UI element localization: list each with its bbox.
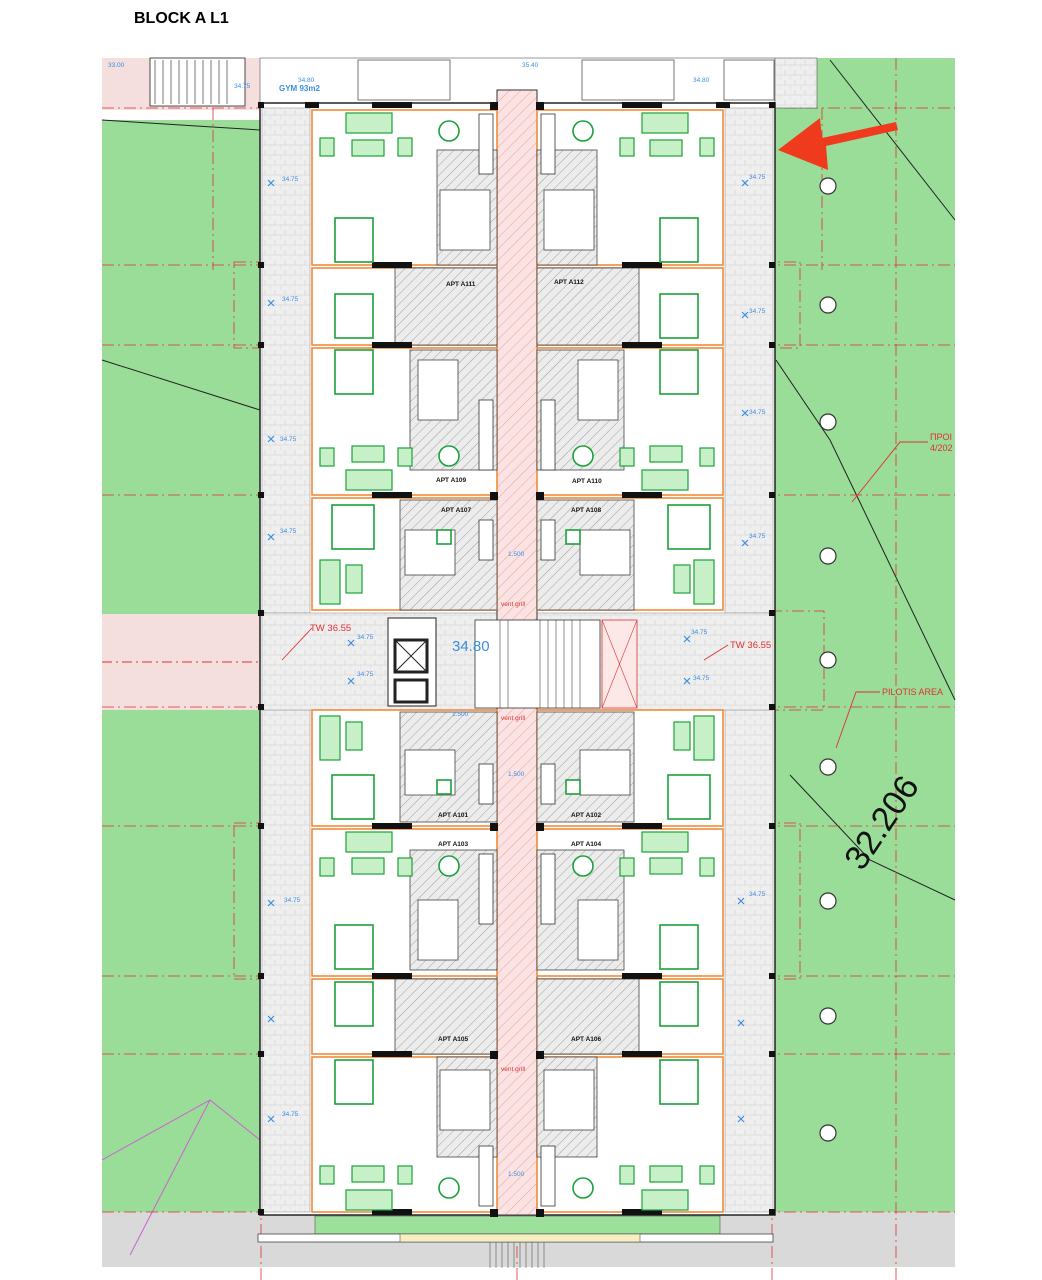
vent-grill-top: vent grill — [501, 601, 526, 608]
level-34-75-i: 34.75 — [749, 533, 766, 540]
apt-a106-label: APT A106 — [571, 1036, 601, 1043]
apt-a107-label: APT A107 — [441, 507, 471, 514]
dim-1500-d: 1.500 — [508, 1171, 525, 1178]
service-cores — [394, 149, 640, 1158]
apt-a105-label: APT A105 — [438, 1036, 468, 1043]
level-33-00: 33.00 — [108, 62, 125, 69]
level-34-75-h: 34.75 — [280, 528, 297, 535]
level-34-75-o: 34.75 — [749, 891, 766, 898]
level-34-75-l: 34.75 — [357, 671, 374, 678]
level-34-80-a: 34.80 — [298, 77, 315, 84]
vent-grill-bottom: vent grill — [501, 1066, 526, 1073]
apt-a103-label: APT A103 — [438, 841, 468, 848]
kitchen-counters — [478, 113, 556, 1207]
columns — [258, 102, 775, 1217]
apt-a112-label: APT A112 — [554, 279, 584, 286]
pointer-arrow-icon — [778, 118, 898, 170]
level-34-80-b: 34.80 — [693, 77, 710, 84]
level-34-75-d: 34.75 — [282, 296, 299, 303]
site-lines — [101, 59, 956, 1256]
dim-1500-a: 1.500 — [508, 551, 525, 558]
tw-left-label: TW 36.55 — [310, 623, 351, 634]
level-35-40: 35.40 — [522, 62, 539, 69]
stair-lift-core — [387, 617, 638, 709]
plot-note-line2: 4/202 — [930, 443, 953, 453]
level-34-75-a: 34.75 — [234, 83, 251, 90]
lobby-level-label: 34.80 — [452, 638, 490, 655]
level-34-75-m: 34.75 — [693, 675, 710, 682]
furniture — [319, 112, 715, 1211]
apt-a109-label: APT A109 — [436, 477, 466, 484]
apt-a111-label: APT A111 — [446, 281, 476, 288]
level-34-75-j: 34.75 — [357, 634, 374, 641]
level-34-75-g: 34.75 — [749, 409, 766, 416]
apt-a110-label: APT A110 — [572, 478, 602, 485]
level-34-75-e: 34.75 — [749, 308, 766, 315]
apt-a101-label: APT A101 — [438, 812, 468, 819]
level-34-75-c: 34.75 — [749, 174, 766, 181]
apt-a108-label: APT A108 — [571, 507, 601, 514]
level-34-75-n: 34.75 — [284, 897, 301, 904]
leader-lines — [281, 441, 928, 749]
pilotis-area-label: PILOTIS AREA — [882, 687, 943, 697]
red-annotations: TW 36.55 TW 36.55 PILOTIS AREA ΠΡΟΙ 4/20… — [310, 432, 953, 1073]
apt-a102-label: APT A102 — [571, 812, 601, 819]
vent-grill-mid: vent grill — [501, 715, 526, 722]
dining-tables — [436, 120, 594, 1199]
apt-a104-label: APT A104 — [571, 841, 601, 848]
tw-right-label: TW 36.55 — [730, 640, 771, 651]
level-34-75-k: 34.75 — [691, 629, 708, 636]
apartment-labels: APT A111 APT A112 APT A109 APT A110 APT … — [436, 279, 602, 1043]
lawn-areas — [102, 58, 955, 1267]
plot-note-line1: ΠΡΟΙ — [930, 432, 952, 442]
level-34-75-p: 34.75 — [282, 1111, 299, 1118]
dim-1500-c: 1.500 — [508, 771, 525, 778]
level-markers — [267, 179, 749, 1123]
level-34-75-b: 34.75 — [282, 176, 299, 183]
drawing-title: BLOCK A L1 — [134, 10, 229, 27]
pilotis-columns — [819, 177, 837, 1142]
beds — [331, 217, 711, 1105]
dim-1500-b: 1.500 — [452, 711, 469, 718]
level-34-75-f: 34.75 — [280, 436, 297, 443]
level-labels: GYM 93m2 34.80 33.00 34.75 34.80 35.40 3… — [108, 62, 766, 1178]
gym-label: GYM 93m2 — [279, 84, 320, 93]
